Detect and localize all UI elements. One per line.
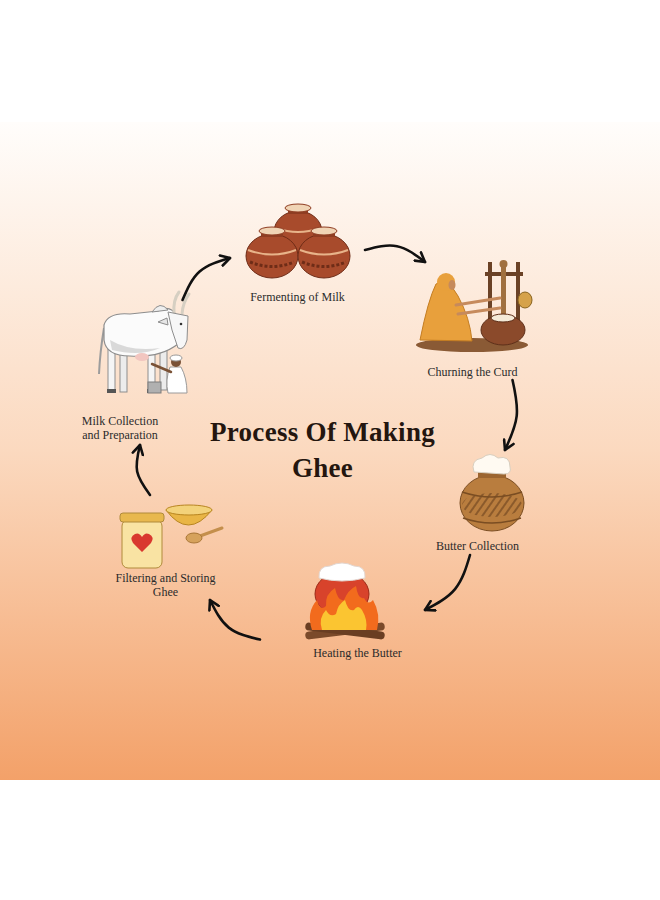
pot-band [462,492,522,497]
fire-flame [310,586,378,630]
cow-illustration [99,292,189,393]
cow-leg [108,348,115,392]
brass-pot [518,292,532,308]
milker-arm [152,364,171,372]
pot-mouth [285,204,311,212]
butter-pot-illustration [460,455,524,532]
cow-tail [99,328,104,374]
fire-flame [321,600,367,630]
step-label: Fermenting of Milk [230,290,365,304]
heating-illustration [305,563,385,640]
milker-turban [170,355,182,361]
cycle-arrow [425,555,470,610]
cow-shading [110,340,160,353]
step-text-group: Butter Collection [430,539,525,553]
step-label: Milk Collection and Preparation [74,414,166,442]
cow-head [168,312,188,349]
pot-band [248,250,296,255]
step-label: Filtering and Storing Ghee [108,571,223,599]
churn-knob [500,260,508,268]
heart-label [131,533,152,552]
pot-pattern [462,493,522,517]
step-text-group: Filtering and Storing Ghee [108,571,223,599]
cow-horn [174,292,179,313]
process-step: Fermenting of Milk [230,205,365,305]
cycle-arrow [183,258,231,300]
pot-band [250,262,294,267]
pot-band [300,250,348,255]
bowl-ghee [166,505,212,515]
clay-pot [246,234,298,278]
spoon-handle [200,528,222,536]
pot-mouth [311,227,337,235]
clay-pot [298,234,350,278]
churning-illustration [416,260,532,352]
milk-pail [148,382,161,393]
process-step: Heating the Butter [260,560,425,662]
pot-band [302,262,346,267]
butter-lump [473,455,510,475]
step-text-group: Churning the Curd [410,365,535,379]
step-text-group: Milk Collection and Preparation [74,414,166,442]
diagram-title: Process Of Making Ghee [185,414,460,486]
clay-pots-illustration [246,204,350,278]
woman-face [449,280,456,290]
ghee-jar-illustration [120,505,222,568]
process-step: Milk Collection and Preparation [70,300,195,445]
jar-lid [120,513,164,522]
curd-surface [491,314,515,322]
process-step: Filtering and Storing Ghee [105,495,230,600]
process-step: Butter Collection [430,450,530,555]
gradient-panel [0,122,660,780]
woman-arm [456,298,500,305]
butter-foam [319,563,365,581]
step-text-group: Heating the Butter [300,646,415,660]
cycle-arrow [210,600,260,640]
step-label: Butter Collection [430,539,525,553]
cycle-arrow [365,246,425,262]
spoon-bowl [186,533,202,543]
step-text-group: Fermenting of Milk [230,290,365,304]
step-label: Churning the Curd [410,365,535,379]
cow-ear [158,318,168,325]
ghee-jar [122,520,162,568]
pot-mouth [259,227,285,235]
step-label: Heating the Butter [300,646,415,660]
woman-head [437,273,455,291]
woman-arm [458,308,500,314]
cow-horn [182,294,189,314]
churn-pot [481,315,525,345]
cow-udder [135,353,149,361]
cow-hump [152,305,168,312]
cycle-arrow [505,380,517,450]
pot-band [463,518,521,523]
cow-body [104,308,178,356]
cow-eye [180,323,183,326]
process-step: Churning the Curd [410,262,535,380]
cycle-arrow [137,445,150,495]
butter-pot [460,475,524,531]
cow-hoof [107,389,116,393]
